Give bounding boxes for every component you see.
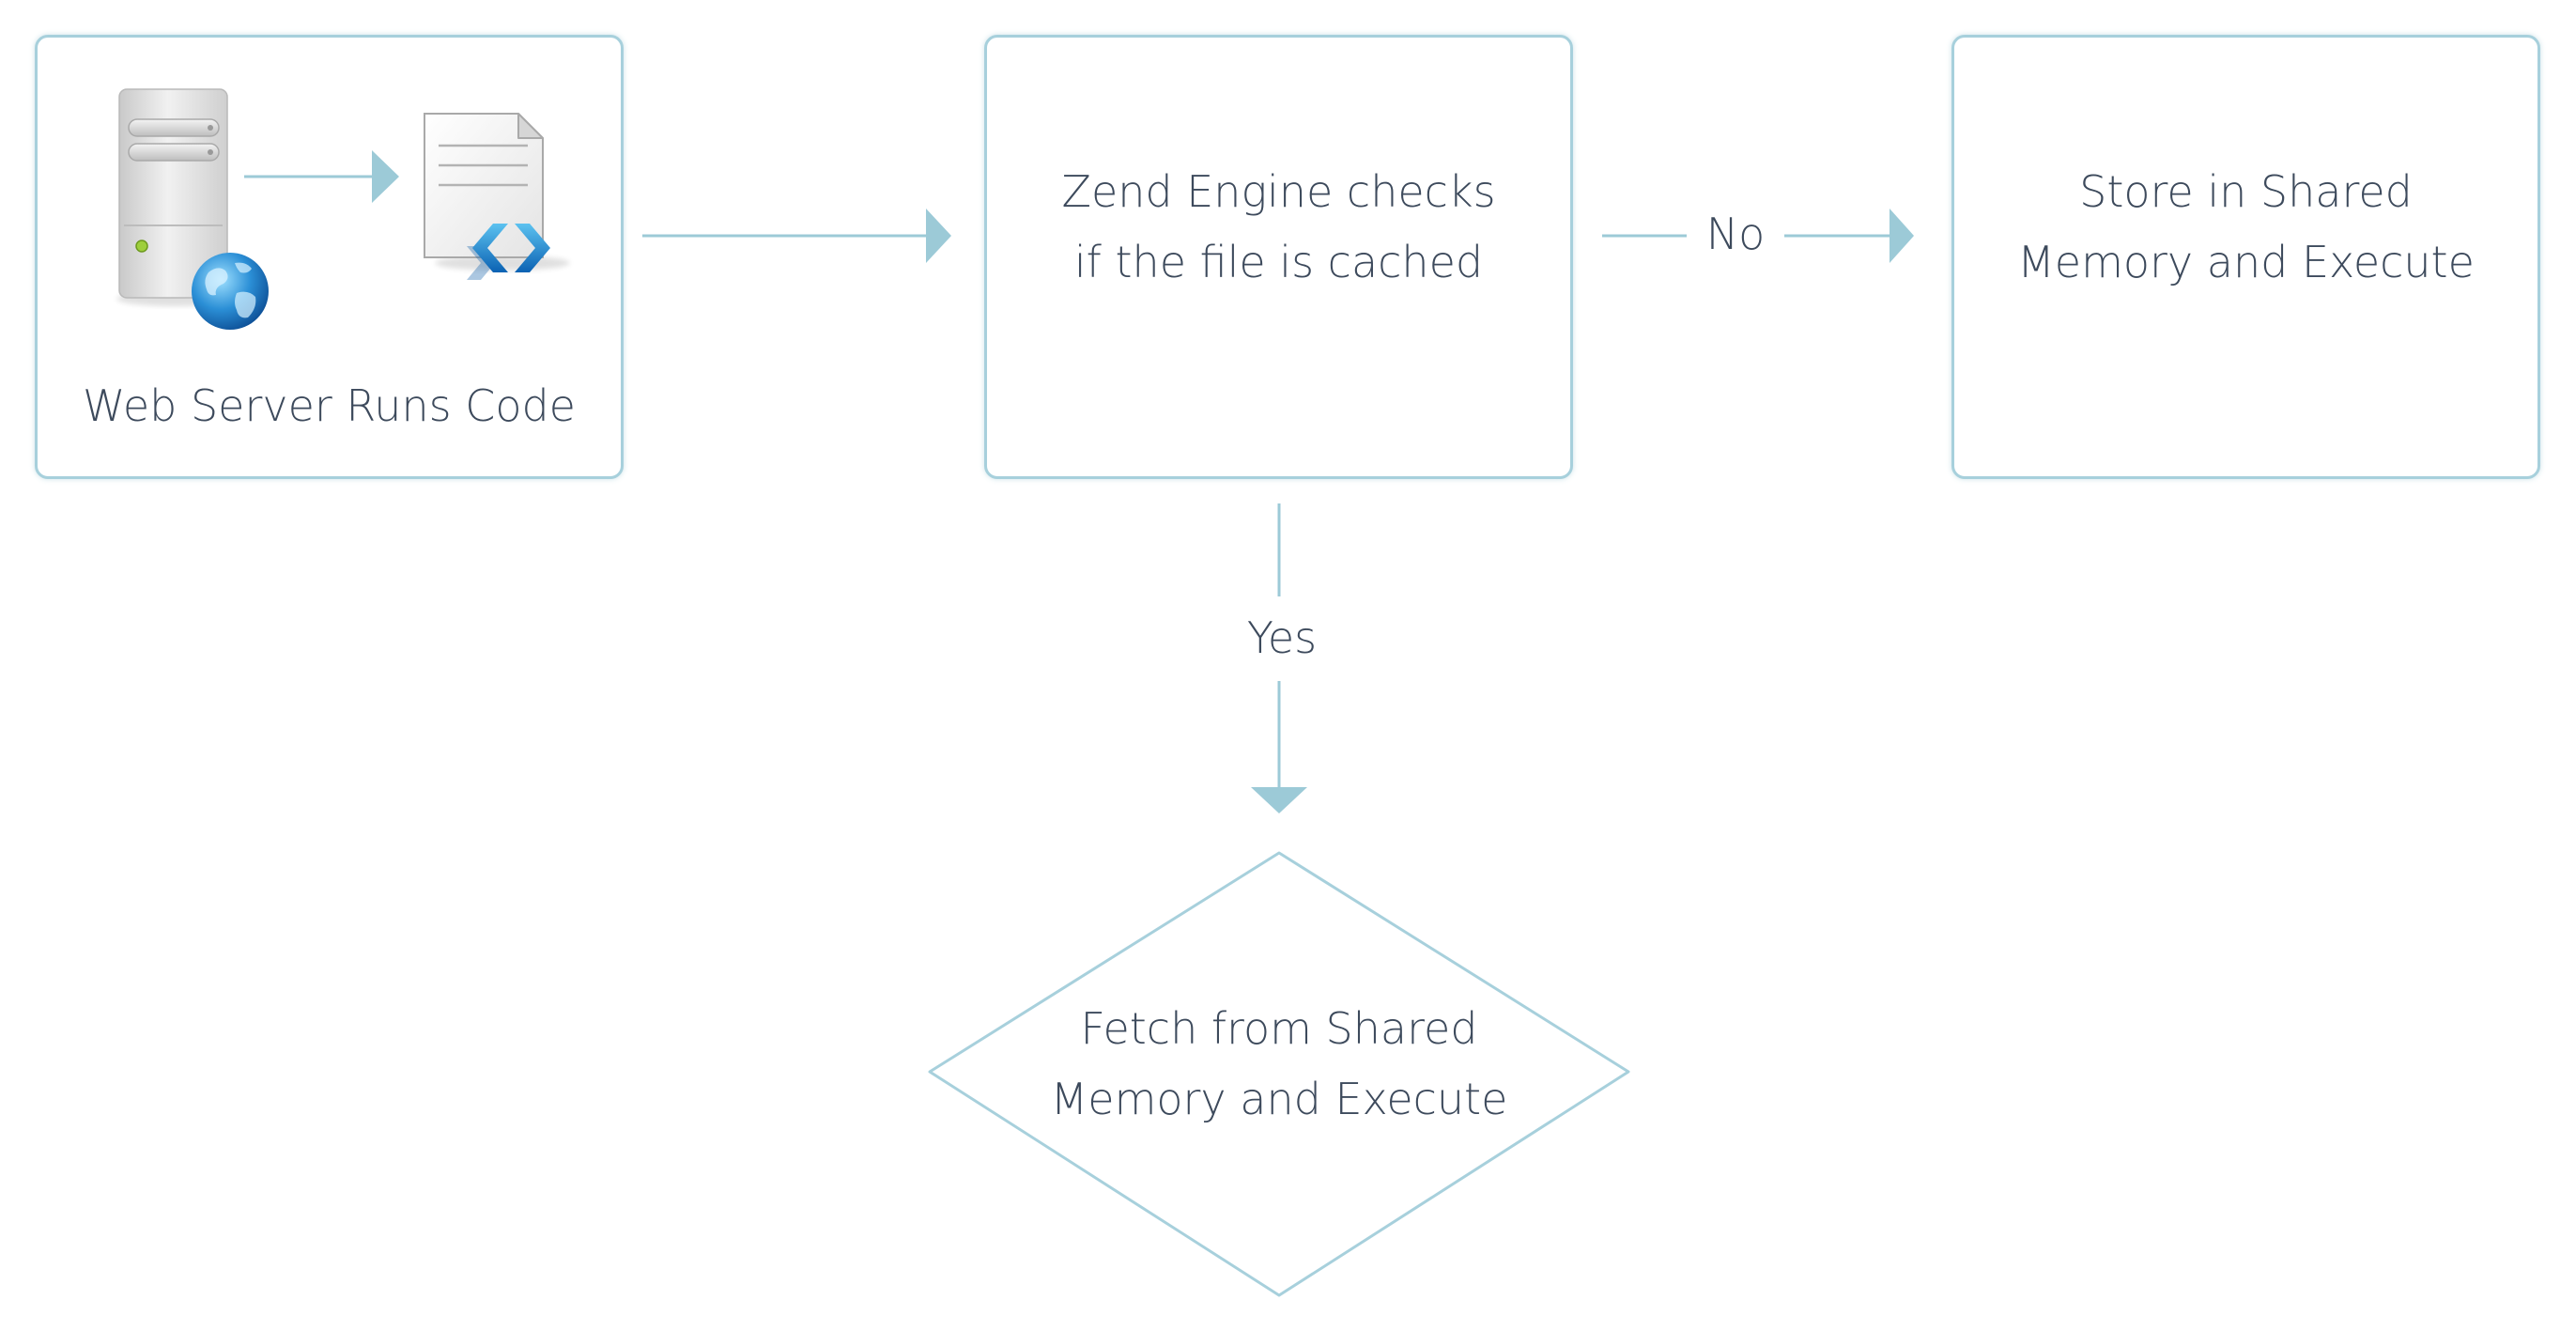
store-execute-label: Store in Shared Memory and Execute (1951, 157, 2540, 298)
store-execute-line1: Store in Shared (2079, 166, 2413, 217)
fetch-execute-node (928, 851, 1630, 1297)
check-cache-node (984, 35, 1573, 479)
edge-label-no: No (1705, 209, 1766, 259)
web-server-label: Web Server Runs Code (83, 380, 576, 431)
server-globe-icon (116, 88, 269, 330)
store-execute-line2: Memory and Execute (2017, 237, 2475, 287)
store-execute-node (1951, 35, 2540, 479)
code-file-icon (424, 113, 570, 280)
arrow-no (1602, 209, 1914, 263)
check-cache-label: Zend Engine checks if the file is cached (984, 157, 1573, 298)
check-cache-line2: if the file is cached (1073, 237, 1484, 287)
fetch-execute-line1: Fetch from Shared (1080, 1003, 1478, 1054)
check-cache-line1: Zend Engine checks (1061, 166, 1496, 217)
fetch-execute-line2: Memory and Execute (1050, 1074, 1508, 1124)
internal-arrow (244, 150, 399, 203)
fetch-execute-label: Fetch from Shared Memory and Execute (997, 994, 1561, 1135)
arrow-yes (1251, 503, 1307, 813)
edge-label-yes: Yes (1246, 612, 1318, 663)
arrow-run-to-check (642, 209, 951, 263)
